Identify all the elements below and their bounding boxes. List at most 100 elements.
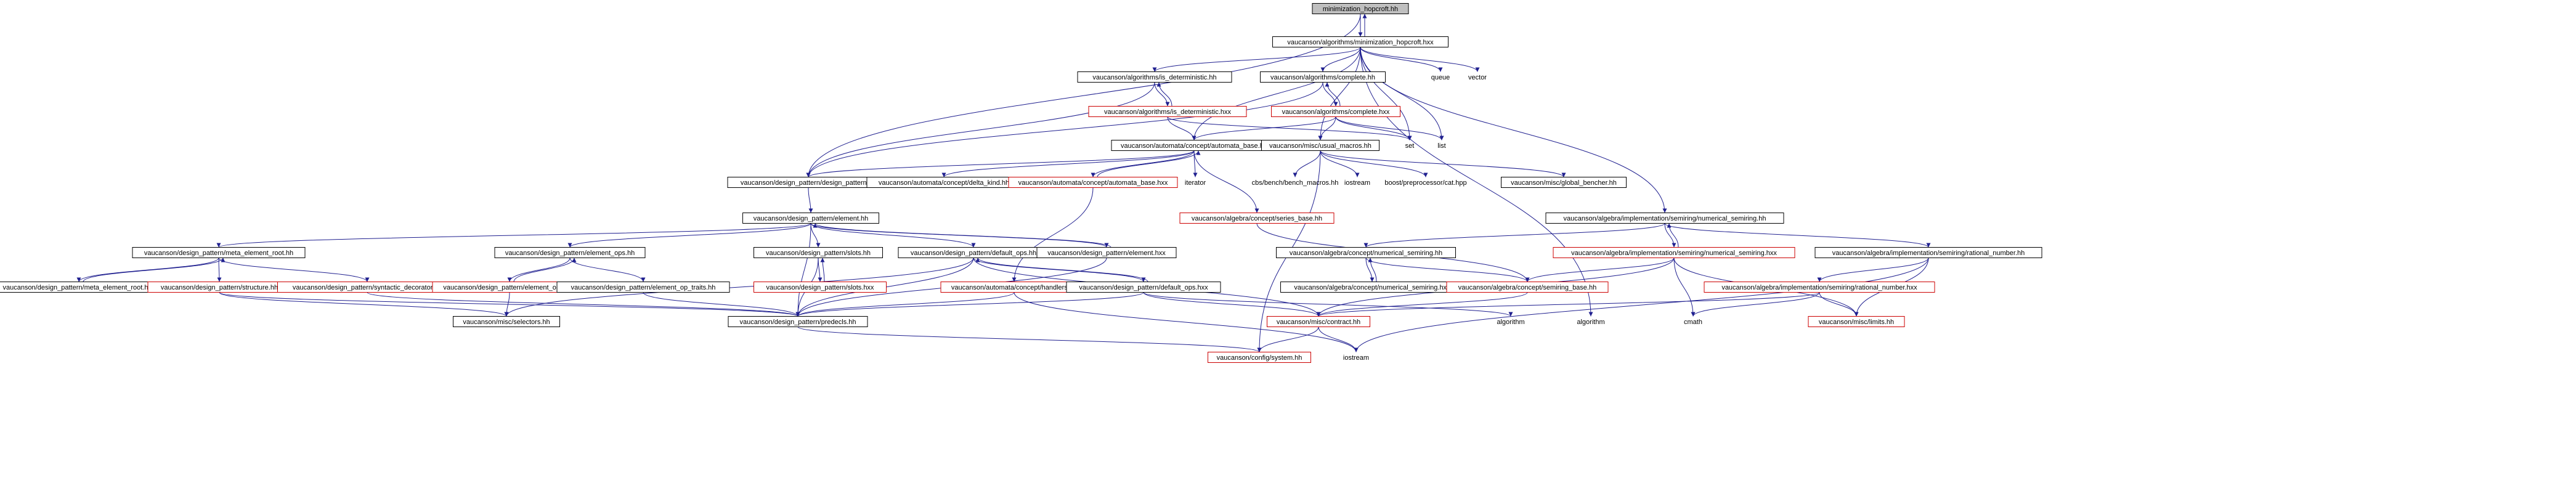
edge-complete_hh-to-design_pattern_hh xyxy=(806,82,1323,177)
edge-hxx-to-queue xyxy=(1360,47,1443,72)
edge-rational_number_hxx-to-limits xyxy=(1819,292,1859,317)
node-element-hh[interactable]: vaucanson/design_pattern/element.hh xyxy=(742,213,879,224)
node-root[interactable]: minimization_hopcroft.hh xyxy=(1312,3,1409,14)
edge-hxx-to-usual_macros xyxy=(1318,47,1361,140)
node-automata-base-hxx[interactable]: vaucanson/automata/concept/automata_base… xyxy=(1008,177,1178,188)
node-is-det-hxx[interactable]: vaucanson/algorithms/is_deterministic.hx… xyxy=(1088,106,1247,117)
node-box xyxy=(1272,36,1448,47)
node-box xyxy=(1036,247,1177,258)
node-element-ops-hh[interactable]: vaucanson/design_pattern/element_ops.hh xyxy=(494,247,646,258)
edge-is_det_hxx-to-automata_base_hh xyxy=(1167,116,1197,140)
node-label: minimization_hopcroft.hh xyxy=(1323,6,1398,13)
node-queue: queue xyxy=(1431,74,1450,81)
node-box xyxy=(1545,213,1784,224)
node-label: vaucanson/design_pattern/default_ops.hxx xyxy=(1079,284,1208,291)
node-config-system[interactable]: vaucanson/config/system.hh xyxy=(1208,352,1311,363)
edge-meta_element_root_hh-to-syntactic_decorator xyxy=(218,258,370,282)
node-label: vaucanson/algorithms/complete.hh xyxy=(1270,74,1375,81)
edge-numerical_semiring_concept_hxx-to-numerical_semiring_concept_hh xyxy=(1368,258,1377,282)
node-rational-number-hh[interactable]: vaucanson/algebra/implementation/semirin… xyxy=(1814,247,2042,258)
node-label: vaucanson/algorithms/is_deterministic.hx… xyxy=(1104,108,1232,116)
node-slots-hxx[interactable]: vaucanson/design_pattern/slots.hxx xyxy=(754,282,887,293)
node-rational-number-hxx[interactable]: vaucanson/algebra/implementation/semirin… xyxy=(1704,282,1935,293)
node-usual-macros[interactable]: vaucanson/misc/usual_macros.hh xyxy=(1261,140,1379,151)
node-hxx[interactable]: vaucanson/algorithms/minimization_hopcro… xyxy=(1272,36,1448,47)
node-box xyxy=(132,247,306,258)
edge-design_pattern_hh-to-element_hh xyxy=(808,187,813,213)
edge-hxx-to-numerical_semiring_impl_hh xyxy=(1360,47,1667,213)
edge-rational_number_hh-to-iostream_bottom xyxy=(1354,258,1929,352)
edge-element_hxx-to-element_hh xyxy=(813,223,1111,248)
node-numerical-semiring-concept-hh[interactable]: vaucanson/algebra/concept/numerical_semi… xyxy=(1276,247,1456,258)
node-label: vaucanson/algorithms/minimization_hopcro… xyxy=(1287,39,1434,46)
node-label: vector xyxy=(1468,74,1487,81)
node-delta-kind[interactable]: vaucanson/automata/concept/delta_kind.hh xyxy=(866,177,1022,188)
node-label: vaucanson/design_pattern/element_op_trai… xyxy=(571,284,716,291)
node-label: vaucanson/design_pattern/element_ops.hxx xyxy=(443,284,576,291)
node-default-ops-hh[interactable]: vaucanson/design_pattern/default_ops.hh xyxy=(898,247,1049,258)
edge-meta_element_root_hxx-to-meta_element_root_hh xyxy=(83,258,226,282)
edge-hxx-to-is_det_hh xyxy=(1152,47,1361,72)
edge-hxx-to-set xyxy=(1360,47,1412,140)
node-complete-hh[interactable]: vaucanson/algorithms/complete.hh xyxy=(1260,71,1386,83)
node-contract[interactable]: vaucanson/misc/contract.hh xyxy=(1267,316,1370,327)
node-box xyxy=(453,316,560,327)
node-numerical-semiring-impl-hxx[interactable]: vaucanson/algebra/implementation/semirin… xyxy=(1553,247,1795,258)
edge-handlers-to-iostream_bottom xyxy=(1014,292,1359,352)
node-global-bencher[interactable]: vaucanson/misc/global_bencher.hh xyxy=(1501,177,1627,188)
edge-element_ops_hh-to-element_op_traits xyxy=(569,258,646,282)
node-label: vaucanson/design_pattern/structure.hh xyxy=(161,284,278,291)
node-boost-cat: boost/preprocessor/cat.hpp xyxy=(1384,179,1466,187)
node-box xyxy=(754,282,887,293)
node-algorithm-left: algorithm xyxy=(1497,319,1524,326)
node-semiring-base[interactable]: vaucanson/algebra/concept/semiring_base.… xyxy=(1446,282,1609,293)
node-element-ops-hxx[interactable]: vaucanson/design_pattern/element_ops.hxx xyxy=(432,282,587,293)
node-predecls[interactable]: vaucanson/design_pattern/predecls.hh xyxy=(728,316,868,327)
node-element-op-traits[interactable]: vaucanson/design_pattern/element_op_trai… xyxy=(556,282,730,293)
node-box xyxy=(1808,316,1905,327)
node-structure-hh[interactable]: vaucanson/design_pattern/structure.hh xyxy=(147,282,291,293)
edge-structure_hh-to-selectors xyxy=(219,292,509,317)
node-selectors[interactable]: vaucanson/misc/selectors.hh xyxy=(453,316,560,327)
node-element-hxx[interactable]: vaucanson/design_pattern/element.hxx xyxy=(1036,247,1177,258)
edge-element_hh-to-meta_element_root_hh xyxy=(216,223,811,248)
node-design-pattern-hh[interactable]: vaucanson/design_pattern/design_pattern.… xyxy=(727,177,890,188)
node-meta-element-root-hxx[interactable]: vaucanson/design_pattern/meta_element_ro… xyxy=(0,282,167,293)
edge-element_hh-to-default_ops_hh xyxy=(810,223,976,248)
edge-usual_macros-to-boost_cat xyxy=(1320,150,1428,177)
node-automata-base-hh[interactable]: vaucanson/automata/concept/automata_base… xyxy=(1111,140,1277,151)
node-label: vaucanson/algorithms/complete.hxx xyxy=(1282,108,1390,116)
node-slots-hh[interactable]: vaucanson/design_pattern/slots.hh xyxy=(754,247,883,258)
edge-complete_hxx-to-list xyxy=(1335,116,1444,140)
node-series-base[interactable]: vaucanson/algebra/concept/series_base.hh xyxy=(1179,213,1335,224)
node-box xyxy=(754,247,883,258)
edge-automata_base_hh-to-delta_kind xyxy=(941,150,1195,177)
edge-complete_hxx-to-usual_macros xyxy=(1318,116,1336,140)
node-limits[interactable]: vaucanson/misc/limits.hh xyxy=(1808,316,1905,327)
node-label: vaucanson/algebra/concept/semiring_base.… xyxy=(1458,284,1596,291)
node-label: vaucanson/algebra/concept/numerical_semi… xyxy=(1294,284,1450,291)
edge-numerical_semiring_impl_hh-to-numerical_semiring_impl_hxx xyxy=(1664,223,1676,248)
edge-numerical_semiring_impl_hh-to-numerical_semiring_concept_hh xyxy=(1363,223,1665,248)
node-iostream-bottom: iostream xyxy=(1343,354,1369,362)
edge-element_op_traits-to-predecls xyxy=(643,292,800,317)
node-default-ops-hxx[interactable]: vaucanson/design_pattern/default_ops.hxx xyxy=(1066,282,1221,293)
node-complete-hxx[interactable]: vaucanson/algorithms/complete.hxx xyxy=(1271,106,1400,117)
edge-element_ops_hh-to-element_ops_hxx xyxy=(507,258,571,282)
edge-numerical_semiring_concept_hh-to-numerical_semiring_concept_hxx xyxy=(1365,258,1375,282)
node-meta-element-root-hh[interactable]: vaucanson/design_pattern/meta_element_ro… xyxy=(132,247,306,258)
node-box xyxy=(556,282,730,293)
node-handlers[interactable]: vaucanson/automata/concept/handlers.hh xyxy=(940,282,1088,293)
edge-predecls-to-config_system xyxy=(797,327,1262,352)
node-numerical-semiring-impl-hh[interactable]: vaucanson/algebra/implementation/semirin… xyxy=(1545,213,1784,224)
node-syntactic-decorator[interactable]: vaucanson/design_pattern/syntactic_decor… xyxy=(277,282,457,293)
node-label: vaucanson/misc/global_bencher.hh xyxy=(1511,179,1617,187)
node-is-det-hh[interactable]: vaucanson/algorithms/is_deterministic.hh xyxy=(1077,71,1232,83)
node-numerical-semiring-concept-hxx[interactable]: vaucanson/algebra/concept/numerical_semi… xyxy=(1280,282,1464,293)
edge-contract-to-iostream_bottom xyxy=(1318,327,1359,352)
edge-automata_base_hh-to-automata_base_hxx xyxy=(1091,150,1195,177)
node-box xyxy=(1312,3,1409,14)
edge-default_ops_hxx-to-default_ops_hh xyxy=(975,258,1148,282)
node-box xyxy=(1066,282,1221,293)
edge-element_hh-to-predecls xyxy=(795,223,811,317)
